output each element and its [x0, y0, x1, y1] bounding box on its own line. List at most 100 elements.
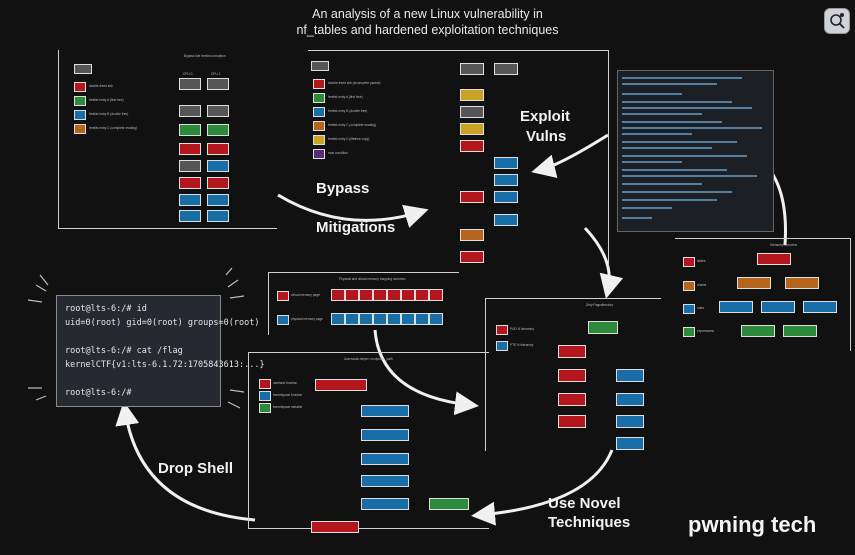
hier-node-chain-2 — [785, 277, 819, 289]
zoom-icon[interactable] — [824, 8, 850, 34]
code-line — [622, 175, 757, 177]
virtual-page — [331, 289, 345, 301]
race-node-10 — [460, 229, 484, 241]
arrow-to-dirty — [583, 226, 624, 299]
um-legend-green — [259, 403, 271, 413]
um-node-search-binary — [361, 429, 409, 441]
race-legend-yellow — [313, 135, 325, 145]
race-legend-purple — [313, 149, 325, 159]
code-line — [622, 127, 762, 129]
legend-mid-0: double-freed skb (incomplete packet) — [328, 81, 381, 85]
virtual-page — [345, 289, 359, 301]
title-line-2: nf_tables and hardened exploitation tech… — [296, 23, 559, 37]
code-line — [622, 147, 712, 149]
panel-memory-mapping: Physical and virtual memory mapping over… — [268, 272, 459, 335]
race-node-3 — [460, 123, 484, 135]
race-node-9 — [494, 214, 518, 226]
terminal-line-5: kernelCTF{v1:lts-6.1.72:1705843613:...} — [65, 360, 265, 370]
um-legend-0: userland function — [273, 381, 298, 385]
cpu1-node-4 — [207, 160, 229, 172]
um-node-call-umh-exec — [361, 498, 409, 510]
brand-label: pwning tech — [688, 512, 817, 537]
um-legend-2: kernelspace variable — [273, 405, 303, 409]
hier-legend-tables — [683, 257, 695, 267]
memory-title: Physical and virtual memory mapping over… — [339, 277, 406, 281]
legend-mid-5: race condition — [328, 151, 348, 155]
terminal-line-1: root@lts-6:/# id — [65, 304, 147, 314]
cpu-label-1: CPU 1 — [211, 72, 221, 76]
panel-freelist-bypass: Bypass idle freelist corruption double-f… — [58, 50, 277, 229]
panel-freelist-race: double-freed skb (incomplete packet) fre… — [308, 50, 609, 266]
race-legend-orange — [313, 121, 325, 131]
race-node-2 — [460, 106, 484, 118]
skb-node — [74, 64, 92, 74]
legend-mid-2: freelist entry B (double free) — [328, 109, 368, 113]
hier-node-rule-3 — [803, 301, 837, 313]
cpu0-node-6 — [179, 194, 201, 206]
dirty-legend-1: PTE N hierarchy — [510, 343, 534, 347]
hier-node-expr-2 — [783, 325, 817, 337]
physical-page — [401, 313, 415, 325]
code-line — [622, 155, 747, 157]
arrow-novel — [471, 449, 614, 526]
race-legend-blue — [313, 107, 325, 117]
page0-node — [558, 415, 586, 428]
virtual-page — [401, 289, 415, 301]
pagey-node — [616, 437, 644, 450]
pudy-node — [616, 369, 644, 382]
panel-dirty-pagedirectory: Dirty Pagedirectory PUD N hierarchy PTE … — [485, 298, 661, 451]
legend-swatch-red — [74, 82, 86, 92]
cpu0-node-5 — [179, 177, 201, 189]
um-node-execve — [315, 379, 367, 391]
cpu0-node-3 — [179, 143, 201, 155]
cpu0-node-7 — [179, 210, 201, 222]
dirty-title: Dirty Pagedirectory — [586, 303, 614, 307]
terminal-line-4: root@lts-6:/# cat /flag — [65, 346, 183, 356]
physical-page — [331, 313, 345, 325]
pgd-node — [588, 321, 618, 334]
race-node-6 — [494, 174, 518, 186]
legend-left-1: freelist entry A (first free) — [89, 98, 124, 102]
exploit-code-panel — [617, 70, 774, 232]
pmd0-node — [558, 369, 586, 382]
legend-mid-4: freelist entry D (lifetime copy) — [328, 137, 370, 141]
cpu0-node-1 — [179, 105, 201, 117]
hier-legend-3: expressions — [697, 329, 715, 333]
um-node-bottom — [311, 521, 359, 533]
panel-hierarchy: Hierarchy overview tables chains rules e… — [675, 238, 851, 351]
usermode-title: Usermode-helper: modprobe_path — [344, 357, 393, 361]
memory-legend-physical — [277, 315, 289, 325]
code-line — [622, 161, 682, 163]
hier-node-table — [757, 253, 791, 265]
race-node-8 — [494, 191, 518, 203]
cpu0-head — [179, 78, 201, 90]
label-drop-shell: Drop Shell — [158, 460, 234, 477]
terminal-line-7: root@lts-6:/# — [65, 388, 132, 398]
hier-node-rule-2 — [761, 301, 795, 313]
root-shell-terminal: root@lts-6:/# id uid=0(root) gid=0(root)… — [56, 295, 265, 407]
hier-node-chain-1 — [737, 277, 771, 289]
cpu0-node-2 — [179, 124, 201, 136]
physical-page — [415, 313, 429, 325]
hier-legend-0: tables — [697, 259, 706, 263]
pmdy-node — [616, 393, 644, 406]
arrow-bypass — [277, 193, 429, 228]
arrow-memory — [373, 329, 479, 416]
ptey-node — [616, 415, 644, 428]
code-line — [622, 121, 722, 123]
um-node-call-modprobe — [361, 475, 409, 487]
code-line — [622, 169, 727, 171]
code-line — [622, 83, 717, 85]
legend-swatch-orange — [74, 124, 86, 134]
code-line — [622, 77, 742, 79]
race-node-4 — [460, 140, 484, 152]
hier-node-rule-1 — [719, 301, 753, 313]
title-line-1: An analysis of a new Linux vulnerability… — [312, 7, 543, 21]
hier-legend-2: rules — [697, 306, 704, 310]
hierarchy-title: Hierarchy overview — [770, 243, 798, 247]
code-line — [622, 107, 752, 109]
virtual-page — [359, 289, 373, 301]
cpu1-node-5 — [207, 177, 229, 189]
